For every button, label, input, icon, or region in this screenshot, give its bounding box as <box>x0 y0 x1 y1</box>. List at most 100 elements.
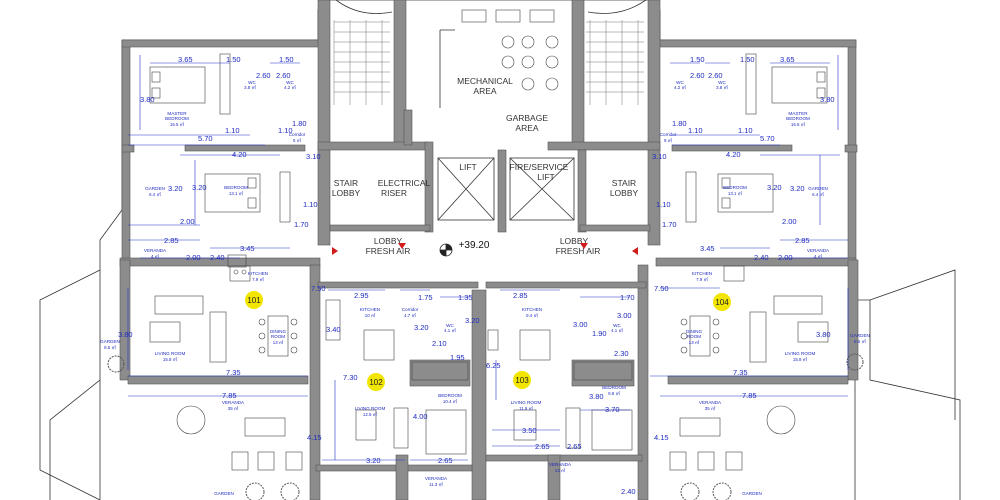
lift-label: LIFT <box>459 162 476 172</box>
dim-text: 2.30 <box>614 349 629 358</box>
master-bedroom-area-r: 16.5 ㎡ <box>791 121 806 127</box>
living-area-102: 12.5 ㎡ <box>363 411 378 417</box>
dim-text: 4.20 <box>726 150 741 159</box>
dim-text: 3.20 <box>414 323 429 332</box>
garden-plants <box>107 353 864 500</box>
unit-102: 102 <box>369 378 383 387</box>
dim-text: 3.20 <box>767 183 782 192</box>
dim-text: 1.95 <box>450 353 465 362</box>
wc-area-103: 4.1 ㎡ <box>611 327 623 333</box>
dim-text: 3.45 <box>240 244 255 253</box>
dim-text: 2.40 <box>754 253 769 262</box>
dim-text: 1.50 <box>740 55 755 64</box>
wc-area-2: 4.2 ㎡ <box>284 84 296 90</box>
dim-text: 1.50 <box>690 55 705 64</box>
wc-area-102: 4.1 ㎡ <box>444 327 456 333</box>
dim-text: 2.60 <box>708 71 723 80</box>
dim-text: 2.65 <box>535 442 550 451</box>
master-bedroom-label-r2: BEDROOM <box>786 116 810 121</box>
dim-text: 7.85 <box>742 391 757 400</box>
dim-text: 5.70 <box>760 134 775 143</box>
dim-text: 3.80 <box>820 95 835 104</box>
dim-text: 2.85 <box>795 236 810 245</box>
electrical-label-1: ELECTRICAL <box>378 178 431 188</box>
bedroom-label: BEDROOM <box>224 185 248 190</box>
dining-label-r2: ROOM <box>687 334 701 339</box>
kitchen-area-103: 9.4 ㎡ <box>526 312 538 318</box>
dim-text: 4.20 <box>232 150 247 159</box>
dining-label-2: ROOM <box>271 334 285 339</box>
dim-text: 6.25 <box>486 361 501 370</box>
wc-label-102: WC <box>446 323 454 328</box>
veranda-label-r2: VERANDA <box>699 400 722 405</box>
kitchen-area-102: 10 ㎡ <box>365 312 376 318</box>
dim-text: 7.85 <box>222 391 237 400</box>
wc-label-103: WC <box>613 323 621 328</box>
mechanical-equipment <box>439 9 559 108</box>
dim-text: 3.45 <box>700 244 715 253</box>
garden-label-3: GARDEN <box>214 491 234 496</box>
dim-text: 2.95 <box>354 291 369 300</box>
dimension-lines <box>127 55 849 461</box>
lobby-right-2: FRESH AIR <box>556 246 601 256</box>
wc-label-r: WC <box>676 80 684 85</box>
dim-text: 7.50 <box>654 284 669 293</box>
kitchen-area: 7.9 ㎡ <box>252 276 264 282</box>
bedroom-label-102: BEDROOM <box>438 393 462 398</box>
dim-text: 2.65 <box>567 442 582 451</box>
kitchen-label: KITCHEN <box>248 271 268 276</box>
corridor-label: Corridor <box>289 132 306 137</box>
dim-text: 2.40 <box>210 253 225 262</box>
stairs <box>333 0 647 105</box>
master-bedroom-label-2: BEDROOM <box>165 116 189 121</box>
dim-text: 1.10 <box>303 200 318 209</box>
stair-lobby-right-2: LOBBY <box>610 188 639 198</box>
garden-area-r: 6.4 ㎡ <box>812 191 824 197</box>
dim-text: 3.65 <box>178 55 193 64</box>
dim-text: 3.20 <box>366 456 381 465</box>
dim-text: 3.20 <box>465 316 480 325</box>
dim-text: 1.90 <box>592 329 607 338</box>
dim-text: 3.00 <box>617 311 632 320</box>
veranda-area-103: 13 ㎡ <box>555 467 566 473</box>
garden-label-r: GARDEN <box>808 186 828 191</box>
wc-label-2: WC <box>286 80 294 85</box>
dimension-texts: 3.65 1.50 1.50 2.60 2.60 3.80 1.80 1.10 … <box>118 55 835 496</box>
dim-text: 2.00 <box>778 253 793 262</box>
living-area-103: 11.8 ㎡ <box>519 405 533 411</box>
unit-104: 104 <box>715 298 729 307</box>
dim-text: 3.80 <box>140 95 155 104</box>
living-label: LIVING ROOM <box>155 351 186 356</box>
veranda-area: 4 ㎡ <box>151 253 160 259</box>
dining-area-r: 13 ㎡ <box>689 339 700 345</box>
fire-lift-label-2: LIFT <box>537 172 554 182</box>
bedroom-area-r: 13.1 ㎡ <box>728 190 743 196</box>
dim-text: 7.35 <box>733 368 748 377</box>
dim-text: 2.85 <box>164 236 179 245</box>
dim-text: 2.00 <box>782 217 797 226</box>
dim-text: 4.15 <box>654 433 669 442</box>
room-labels-right: MASTER BEDROOM 16.5 ㎡ WC 4.2 ㎡ WC 3.8 ㎡ … <box>660 80 870 496</box>
dim-text: 2.60 <box>256 71 271 80</box>
lobby-left-1: LOBBY <box>374 236 403 246</box>
garden-area: 6.4 ㎡ <box>149 191 161 197</box>
lobby-left-2: FRESH AIR <box>366 246 411 256</box>
veranda-label-103: VERANDA <box>549 462 572 467</box>
mechanical-label-2: AREA <box>473 86 496 96</box>
dim-text: 3.10 <box>652 152 667 161</box>
garbage-label-2: AREA <box>515 123 538 133</box>
dim-text: 1.10 <box>738 126 753 135</box>
living-label-r: LIVING ROOM <box>785 351 816 356</box>
lift-shafts <box>437 157 575 221</box>
corridor-area: 5 ㎡ <box>293 137 302 143</box>
bedroom-area-102: 10.4 ㎡ <box>443 398 458 404</box>
kitchen-area-r: 7.9 ㎡ <box>696 276 708 282</box>
unit-101: 101 <box>247 296 261 305</box>
core-labels: MECHANICAL AREA GARBAGE AREA ELECTRICAL … <box>332 76 639 257</box>
corridor-label-r: Corridor <box>660 132 677 137</box>
dim-text: 1.80 <box>672 119 687 128</box>
dim-text: 2.65 <box>438 456 453 465</box>
veranda-label: VERANDA <box>144 248 167 253</box>
garden-label: GARDEN <box>145 186 165 191</box>
veranda-area-102: 11.3 ㎡ <box>429 481 443 487</box>
